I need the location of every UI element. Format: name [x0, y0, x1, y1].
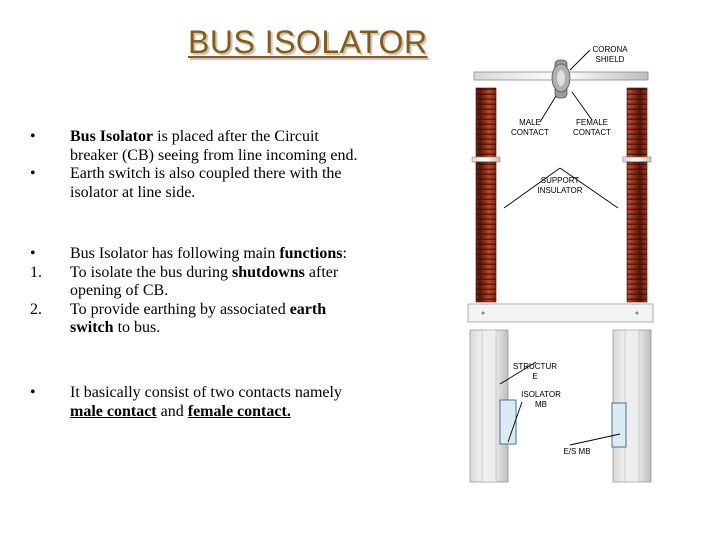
left-support-insulator	[471, 87, 501, 303]
base-plate	[467, 303, 654, 323]
numbered-text: To isolate the bus during shutdowns afte…	[70, 264, 360, 301]
bullet-marker: •	[30, 384, 36, 401]
bullet-text-rest: is placed after the Circuit breaker (CB)…	[70, 128, 358, 164]
slide-title: BUS ISOLATOR	[188, 24, 428, 60]
label-structure: STRUCTUR E	[513, 362, 557, 381]
isolator-drawing	[467, 49, 654, 483]
number-marker: 1.	[30, 263, 42, 281]
es-mb-box	[611, 402, 627, 448]
bullet-text-mid: and	[156, 402, 188, 420]
bullet-item: • Bus Isolator is placed after the Circu…	[30, 128, 360, 165]
bullet-text-lead: It basically consist of two contacts nam…	[70, 384, 342, 401]
numbered-text-lead: To provide earthing by associated	[70, 300, 290, 318]
bullet-marker: •	[30, 165, 36, 182]
numbered-text-tail: to bus.	[113, 319, 161, 336]
numbered-text-tail: after opening of CB.	[70, 263, 339, 300]
label-es-mb: E/S MB	[563, 447, 591, 456]
term-bus-isolator: Bus Isolator	[70, 128, 154, 145]
right-support-insulator	[622, 87, 652, 303]
term-male-contact: male contact	[70, 402, 157, 420]
bullet-text: Bus Isolator is placed after the Circuit…	[70, 128, 360, 165]
bullet-text: Earth switch is also coupled there with …	[70, 165, 342, 201]
bullet-item: • It basically consist of two contacts n…	[30, 384, 360, 421]
term-shutdowns: shutdowns	[231, 263, 305, 281]
isolator-mb-box	[499, 399, 517, 445]
label-male-contact: MALE CONTACT	[510, 118, 550, 137]
label-female-contact: FEMALE CONTACT	[572, 118, 612, 137]
numbered-item: 2. To provide earthing by associated ear…	[30, 301, 360, 338]
functions-list: • Bus Isolator has following main functi…	[30, 245, 360, 338]
bullet-text-tail: :	[342, 245, 347, 262]
corona-shield	[551, 59, 571, 99]
term-earth-switch: earth switch	[70, 300, 327, 337]
label-support-insulator: SUPPORT INSULATOR	[537, 176, 583, 195]
contacts-bullet: • It basically consist of two contacts n…	[30, 384, 360, 421]
intro-bullets: • Bus Isolator is placed after the Circu…	[30, 128, 360, 202]
label-isolator-mb: ISOLATOR MB	[521, 390, 561, 409]
term-functions: functions	[279, 245, 343, 262]
bullet-text: Bus Isolator has following main function…	[70, 245, 360, 264]
numbered-item: 1. To isolate the bus during shutdowns a…	[30, 264, 360, 301]
bullet-item: • Earth switch is also coupled there wit…	[30, 165, 360, 202]
bullet-text-lead: Bus Isolator has following main	[70, 245, 276, 262]
term-female-contact: female contact.	[187, 402, 291, 420]
number-marker: 2.	[30, 300, 42, 318]
bullet-marker: •	[30, 245, 36, 262]
bullet-text: It basically consist of two contacts nam…	[70, 384, 360, 421]
numbered-text-lead: To isolate the bus during	[70, 263, 232, 281]
bullet-marker: •	[30, 128, 36, 145]
leader-lines	[499, 49, 621, 446]
label-corona-shield: CORONA SHIELD	[592, 45, 628, 64]
bullet-item: • Bus Isolator has following main functi…	[30, 245, 360, 264]
bus-isolator-diagram: CORONA SHIELD MALE CONTACT FEMALE CONTAC…	[460, 40, 720, 490]
numbered-text: To provide earthing by associated earth …	[70, 301, 360, 338]
